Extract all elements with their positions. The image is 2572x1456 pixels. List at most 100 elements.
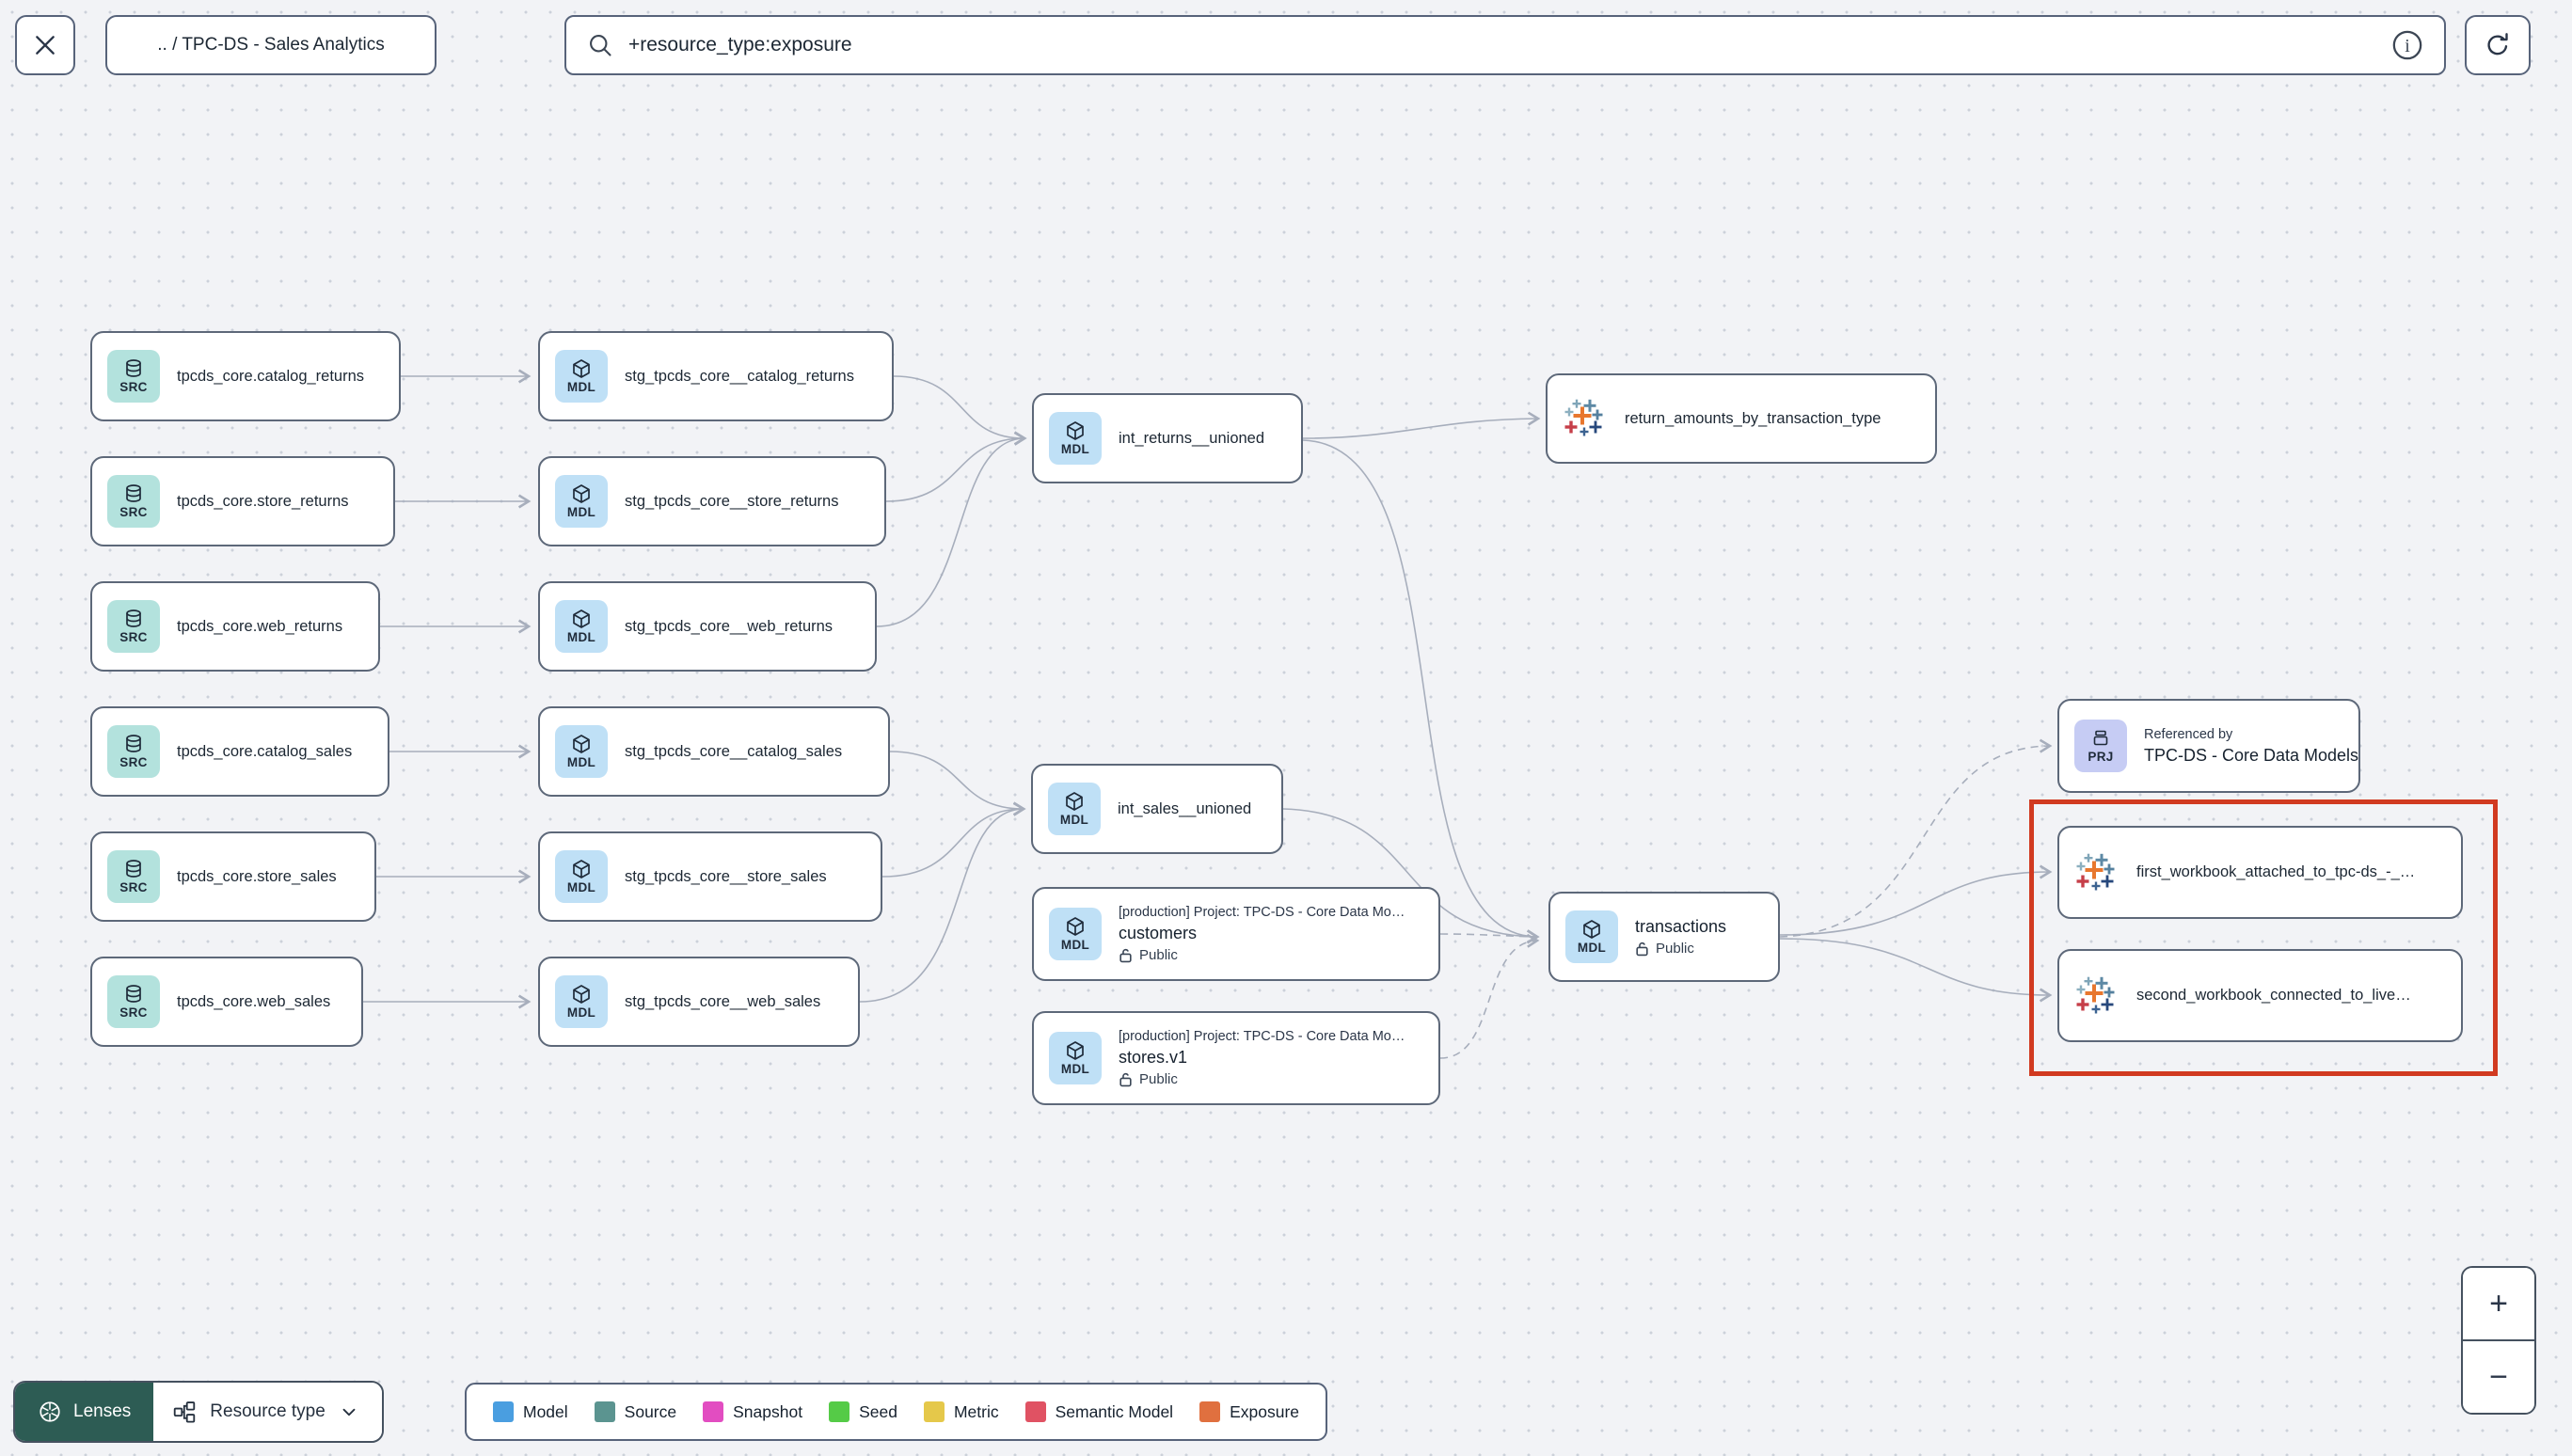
model-badge: MDL xyxy=(555,600,608,653)
node-tpcds-core-catalog-returns[interactable]: SRC tpcds_core.catalog_returns xyxy=(90,331,401,421)
database-icon xyxy=(126,484,141,502)
lineage-edge-dashed xyxy=(1439,933,1540,1059)
project-badge: PRJ xyxy=(2074,720,2127,772)
referenced-by-label: Referenced by xyxy=(2144,726,2233,742)
node-exposure-return-amounts[interactable]: return_amounts_by_transaction_type xyxy=(1546,373,1937,464)
node-stg-web-returns[interactable]: MDL stg_tpcds_core__web_returns xyxy=(538,581,877,672)
lineage-edge xyxy=(893,375,1027,446)
cube-icon xyxy=(573,735,590,753)
tableau-icon xyxy=(1563,396,1608,441)
access-row: Public xyxy=(1119,947,1405,963)
access-row: Public xyxy=(1119,1071,1405,1087)
legend-swatch xyxy=(703,1401,724,1422)
legend-item-metric: Metric xyxy=(923,1401,999,1422)
model-badge: MDL xyxy=(1048,783,1101,835)
source-badge: SRC xyxy=(107,600,160,653)
node-stg-store-sales[interactable]: MDL stg_tpcds_core__store_sales xyxy=(538,831,882,922)
node-tpcds-core-store-sales[interactable]: SRC tpcds_core.store_sales xyxy=(90,831,376,922)
lineage-edge xyxy=(1302,411,1541,439)
node-stg-catalog-returns[interactable]: MDL stg_tpcds_core__catalog_returns xyxy=(538,331,894,421)
model-badge: MDL xyxy=(555,975,608,1028)
public-unlock-icon xyxy=(1119,1072,1132,1087)
node-referenced-by-project[interactable]: PRJ Referenced by TPC-DS - Core Data Mod… xyxy=(2057,699,2360,793)
cube-icon xyxy=(573,860,590,878)
resource-type-dropdown[interactable]: Resource type xyxy=(153,1383,382,1441)
zoom-out-button[interactable]: − xyxy=(2463,1339,2534,1413)
model-badge: MDL xyxy=(1565,910,1618,963)
refresh-icon xyxy=(2487,33,2508,55)
legend-swatch xyxy=(923,1401,945,1422)
legend-swatch xyxy=(594,1401,615,1422)
access-row: Public xyxy=(1635,941,1726,957)
search-bar[interactable]: +resource_type:exposure i xyxy=(564,15,2446,75)
node-int-returns-unioned[interactable]: MDL int_returns__unioned xyxy=(1032,393,1303,483)
database-icon xyxy=(126,609,141,627)
cube-icon xyxy=(1066,792,1083,811)
source-badge: SRC xyxy=(107,725,160,778)
project-header: [production] Project: TPC-DS - Core Data… xyxy=(1119,905,1405,920)
cube-icon xyxy=(1067,1041,1084,1060)
legend-item-model: Model xyxy=(493,1401,568,1422)
legend-item-snapshot: Snapshot xyxy=(703,1401,802,1422)
node-stg-catalog-sales[interactable]: MDL stg_tpcds_core__catalog_sales xyxy=(538,706,890,797)
database-icon xyxy=(126,985,141,1003)
node-exposure-second-workbook[interactable]: second_workbook_connected_to_live… xyxy=(2057,949,2463,1042)
source-badge: SRC xyxy=(107,475,160,528)
breadcrumb[interactable]: .. / TPC-DS - Sales Analytics xyxy=(105,15,437,75)
lineage-edge xyxy=(881,801,1026,878)
node-tpcds-core-catalog-sales[interactable]: SRC tpcds_core.catalog_sales xyxy=(90,706,389,797)
aperture-icon xyxy=(40,1401,60,1422)
legend-item-seed: Seed xyxy=(829,1401,897,1422)
source-badge: SRC xyxy=(107,350,160,403)
lineage-edge xyxy=(1779,938,2053,1003)
lineage-edge-dashed xyxy=(1779,738,2053,938)
node-int-sales-unioned[interactable]: MDL int_sales__unioned xyxy=(1031,764,1283,854)
node-tpcds-core-web-returns[interactable]: SRC tpcds_core.web_returns xyxy=(90,581,380,672)
info-icon[interactable]: i xyxy=(2391,29,2423,61)
cube-icon xyxy=(573,359,590,378)
legend-swatch xyxy=(493,1401,514,1422)
tableau-icon xyxy=(2074,850,2120,895)
public-unlock-icon xyxy=(1636,942,1648,957)
model-badge: MDL xyxy=(1049,908,1102,960)
public-unlock-icon xyxy=(1119,948,1132,963)
node-stg-store-returns[interactable]: MDL stg_tpcds_core__store_returns xyxy=(538,456,886,546)
model-badge: MDL xyxy=(1049,1032,1102,1084)
node-tpcds-core-store-returns[interactable]: SRC tpcds_core.store_returns xyxy=(90,456,395,546)
cube-icon xyxy=(573,609,590,628)
project-header: [production] Project: TPC-DS - Core Data… xyxy=(1119,1029,1405,1044)
lens-control-group: Lenses Resource type xyxy=(13,1381,384,1443)
svg-text:i: i xyxy=(2405,36,2410,56)
lineage-edge xyxy=(1779,864,2053,936)
zoom-in-button[interactable]: + xyxy=(2463,1268,2534,1339)
lineage-edge xyxy=(889,751,1026,816)
source-badge: SRC xyxy=(107,850,160,903)
legend-item-exposure: Exposure xyxy=(1199,1401,1299,1422)
node-customers[interactable]: MDL [production] Project: TPC-DS - Core … xyxy=(1032,887,1440,981)
node-stg-web-sales[interactable]: MDL stg_tpcds_core__web_sales xyxy=(538,957,860,1047)
lineage-edge-dashed xyxy=(1439,929,1540,944)
node-tpcds-core-web-sales[interactable]: SRC tpcds_core.web_sales xyxy=(90,957,363,1047)
close-button[interactable] xyxy=(15,15,75,75)
lenses-button[interactable]: Lenses xyxy=(15,1383,154,1441)
node-transactions[interactable]: MDL transactions Public xyxy=(1548,892,1780,982)
database-icon xyxy=(126,860,141,878)
cube-icon xyxy=(573,484,590,503)
close-icon xyxy=(36,36,55,55)
hierarchy-icon xyxy=(174,1401,196,1423)
model-badge: MDL xyxy=(555,725,608,778)
refresh-button[interactable] xyxy=(2465,15,2531,75)
model-badge: MDL xyxy=(1049,412,1102,465)
cube-icon xyxy=(1067,421,1084,440)
model-badge: MDL xyxy=(555,350,608,403)
resource-type-legend: Model Source Snapshot Seed Metric Semant… xyxy=(465,1383,1328,1441)
node-stores-v1[interactable]: MDL [production] Project: TPC-DS - Core … xyxy=(1032,1011,1440,1105)
node-exposure-first-workbook[interactable]: first_workbook_attached_to_tpc-ds_-_… xyxy=(2057,826,2463,919)
lineage-edge xyxy=(859,801,1026,1003)
zoom-control: + − xyxy=(2461,1266,2536,1415)
legend-swatch xyxy=(829,1401,850,1422)
legend-item-source: Source xyxy=(594,1401,676,1422)
legend-swatch xyxy=(1199,1401,1221,1422)
search-input[interactable]: +resource_type:exposure xyxy=(628,34,852,55)
